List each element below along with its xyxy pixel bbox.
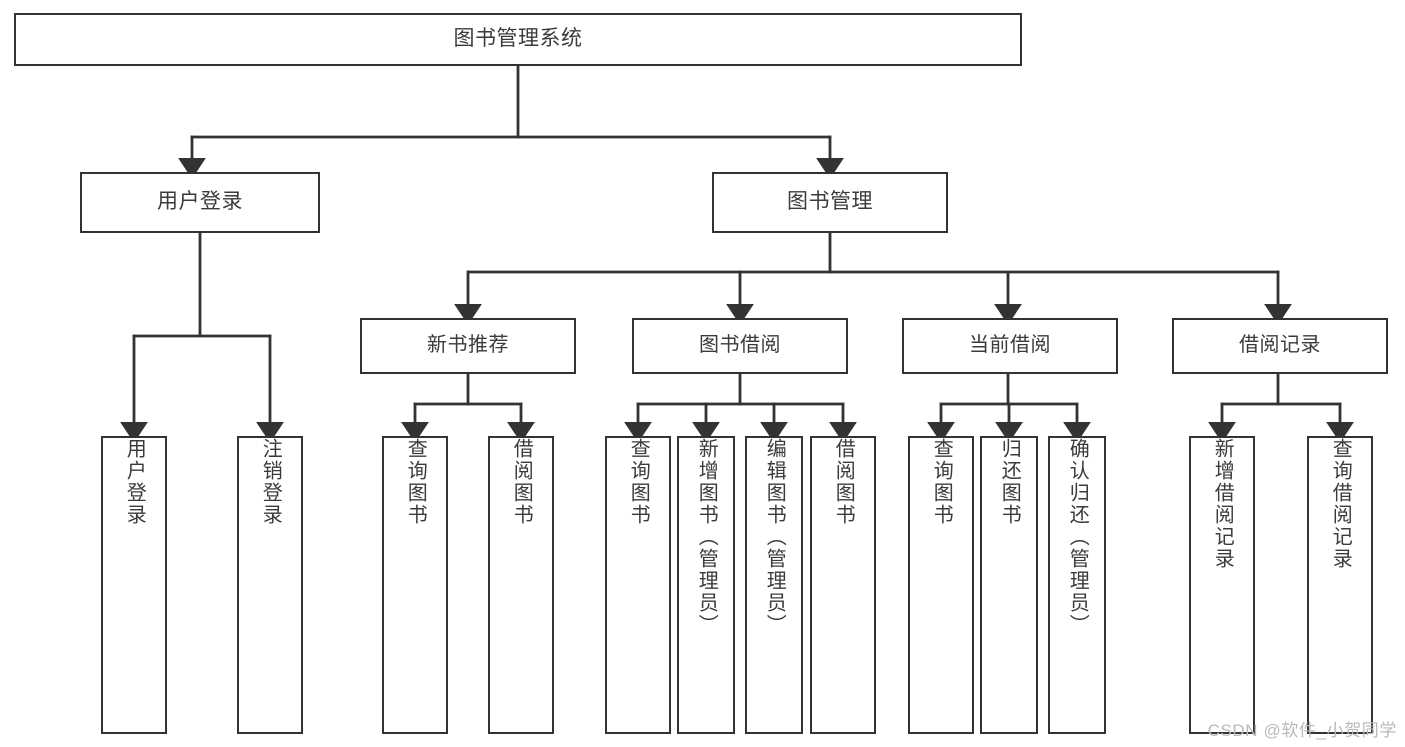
node-leaf-query-record-label: 查询借阅记录 [1329,438,1352,570]
node-borrow-record[interactable]: 借阅记录 [1172,318,1388,374]
node-new-book-rec-label: 新书推荐 [427,334,509,357]
node-root-system-label: 图书管理系统 [453,27,583,51]
node-book-manage-label: 图书管理 [787,190,873,214]
node-leaf-query-book-1[interactable]: 查询图书 [382,436,448,734]
node-leaf-logout-label: 注销登录 [259,438,282,526]
node-leaf-return-book[interactable]: 归还图书 [980,436,1038,734]
node-book-manage[interactable]: 图书管理 [712,172,948,233]
node-book-borrow-label: 图书借阅 [699,334,781,357]
node-leaf-return-book-label: 归还图书 [998,438,1021,526]
node-leaf-user-login[interactable]: 用户登录 [101,436,167,734]
node-current-borrow-label: 当前借阅 [969,334,1051,357]
node-leaf-query-book-3-label: 查询图书 [930,438,953,526]
node-new-book-rec[interactable]: 新书推荐 [360,318,576,374]
node-user-login-label: 用户登录 [157,190,243,214]
node-leaf-edit-book[interactable]: 编辑图书（管理员） [745,436,803,734]
node-leaf-add-book[interactable]: 新增图书（管理员） [677,436,735,734]
node-leaf-add-record-label: 新增借阅记录 [1211,438,1234,570]
node-root-system[interactable]: 图书管理系统 [14,13,1022,66]
node-user-login[interactable]: 用户登录 [80,172,320,233]
node-leaf-query-book-1-label: 查询图书 [404,438,427,526]
node-leaf-confirm-return[interactable]: 确认归还（管理员） [1048,436,1106,734]
node-leaf-edit-book-label: 编辑图书（管理员） [763,438,786,636]
node-current-borrow[interactable]: 当前借阅 [902,318,1118,374]
node-leaf-query-book-2[interactable]: 查询图书 [605,436,671,734]
node-leaf-query-record[interactable]: 查询借阅记录 [1307,436,1373,734]
node-leaf-add-book-label: 新增图书（管理员） [695,438,718,636]
node-leaf-query-book-2-label: 查询图书 [627,438,650,526]
node-leaf-add-record[interactable]: 新增借阅记录 [1189,436,1255,734]
csdn-watermark: CSDN @软件_小贺同学 [1207,721,1397,740]
node-leaf-borrow-book-1-label: 借阅图书 [510,438,533,526]
node-borrow-record-label: 借阅记录 [1239,334,1321,357]
node-leaf-borrow-book-1[interactable]: 借阅图书 [488,436,554,734]
node-book-borrow[interactable]: 图书借阅 [632,318,848,374]
node-leaf-user-login-label: 用户登录 [123,438,146,526]
node-leaf-borrow-book-2[interactable]: 借阅图书 [810,436,876,734]
node-leaf-borrow-book-2-label: 借阅图书 [832,438,855,526]
node-leaf-confirm-return-label: 确认归还（管理员） [1066,438,1089,636]
node-leaf-logout[interactable]: 注销登录 [237,436,303,734]
node-leaf-query-book-3[interactable]: 查询图书 [908,436,974,734]
